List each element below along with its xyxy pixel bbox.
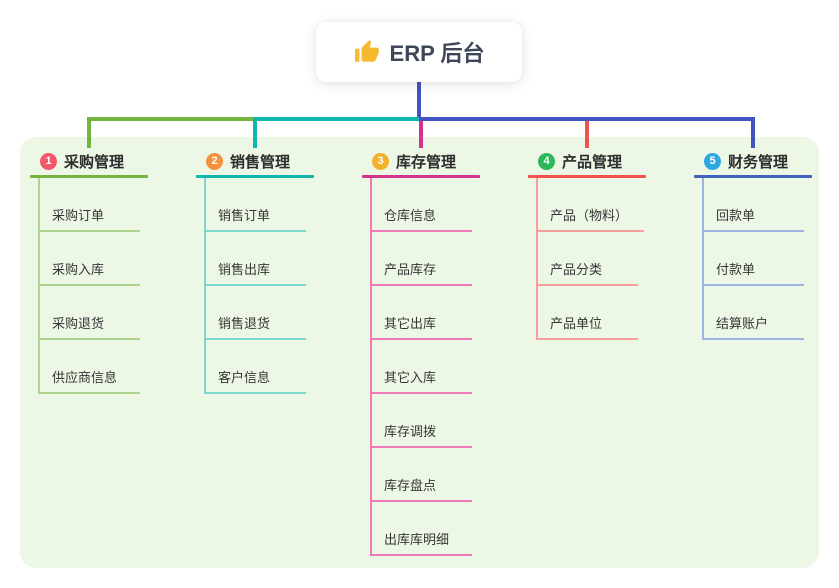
branch-drop-line xyxy=(87,121,91,148)
branch-children: 销售订单销售出库销售退货客户信息 xyxy=(204,178,346,394)
child-node[interactable]: 结算账户 xyxy=(704,286,804,340)
child-label: 采购退货 xyxy=(52,316,105,332)
branch-children: 仓库信息产品库存其它出库其它入库库存调拨库存盘点出库库明细 xyxy=(370,178,512,556)
branch-underline xyxy=(694,175,812,178)
child-label: 其它入库 xyxy=(384,370,437,386)
child-label: 库存调拨 xyxy=(384,424,437,440)
child-node[interactable]: 付款单 xyxy=(704,232,804,286)
branch-title-row[interactable]: 5 财务管理 xyxy=(694,150,839,172)
bus-segment xyxy=(419,117,755,121)
child-node[interactable]: 销售订单 xyxy=(206,178,306,232)
child-node[interactable]: 采购退货 xyxy=(40,286,140,340)
branch-title-row[interactable]: 2 销售管理 xyxy=(196,150,346,172)
branch-title: 库存管理 xyxy=(396,153,457,171)
child-label: 采购入库 xyxy=(52,262,105,278)
branches-panel xyxy=(20,137,819,568)
child-label: 其它出库 xyxy=(384,316,437,332)
child-label: 产品库存 xyxy=(384,262,437,278)
child-node[interactable]: 库存调拨 xyxy=(372,394,472,448)
branch-node: 5 财务管理回款单付款单结算账户 xyxy=(694,150,839,340)
child-label: 供应商信息 xyxy=(52,370,118,386)
branch-underline xyxy=(528,175,646,178)
child-node[interactable]: 出库库明细 xyxy=(372,502,472,556)
child-label: 采购订单 xyxy=(52,208,105,224)
child-label: 销售出库 xyxy=(218,262,271,278)
child-label: 付款单 xyxy=(716,262,756,278)
child-node[interactable]: 采购订单 xyxy=(40,178,140,232)
child-node[interactable]: 客户信息 xyxy=(206,340,306,394)
child-node[interactable]: 销售退货 xyxy=(206,286,306,340)
branch-title: 产品管理 xyxy=(562,153,623,171)
root-connector-line xyxy=(417,82,421,121)
root-node[interactable]: ERP 后台 xyxy=(316,22,522,82)
branch-number-badge: 1 xyxy=(40,152,57,170)
child-label: 结算账户 xyxy=(716,316,769,332)
branch-underline xyxy=(362,175,480,178)
child-label: 产品单位 xyxy=(550,316,603,332)
child-node[interactable]: 回款单 xyxy=(704,178,804,232)
branch-number-badge: 5 xyxy=(704,152,721,170)
child-node[interactable]: 产品（物料） xyxy=(538,178,645,232)
branch-title-row[interactable]: 1 采购管理 xyxy=(30,150,180,172)
branch-children: 采购订单采购入库采购退货供应商信息 xyxy=(38,178,180,394)
branch-drop-line xyxy=(585,121,589,148)
child-label: 销售退货 xyxy=(218,316,271,332)
child-label: 销售订单 xyxy=(218,208,271,224)
branch-node: 3 库存管理仓库信息产品库存其它出库其它入库库存调拨库存盘点出库库明细 xyxy=(362,150,512,556)
root-title: ERP 后台 xyxy=(389,41,485,66)
branch-drop-line xyxy=(419,121,423,148)
bus-segment xyxy=(87,117,253,121)
branch-title-row[interactable]: 3 库存管理 xyxy=(362,150,512,172)
child-label: 出库库明细 xyxy=(384,532,450,548)
child-node[interactable]: 仓库信息 xyxy=(372,178,472,232)
child-label: 库存盘点 xyxy=(384,478,437,494)
child-node[interactable]: 产品分类 xyxy=(538,232,638,286)
branch-title: 财务管理 xyxy=(728,153,789,171)
child-node[interactable]: 产品库存 xyxy=(372,232,472,286)
branch-node: 4 产品管理产品（物料） 产品分类产品单位 xyxy=(528,150,678,340)
child-label: 产品分类 xyxy=(550,262,603,278)
child-label: 回款单 xyxy=(716,208,756,224)
branch-drop-line xyxy=(751,121,755,148)
branch-drop-line xyxy=(253,121,257,148)
branch-node: 2 销售管理销售订单销售出库销售退货客户信息 xyxy=(196,150,346,394)
branch-underline xyxy=(30,175,148,178)
child-node[interactable]: 其它入库 xyxy=(372,340,472,394)
child-node[interactable]: 其它出库 xyxy=(372,286,472,340)
branch-number-badge: 3 xyxy=(372,152,389,170)
thumbs-up-icon xyxy=(354,39,380,65)
child-label: 客户信息 xyxy=(218,370,271,386)
branch-node: 1 采购管理采购订单采购入库采购退货供应商信息 xyxy=(30,150,180,394)
branch-children: 回款单付款单结算账户 xyxy=(702,178,839,340)
branch-underline xyxy=(196,175,314,178)
child-label: 产品（物料） xyxy=(550,208,629,224)
branch-number-badge: 4 xyxy=(538,152,555,170)
child-node[interactable]: 库存盘点 xyxy=(372,448,472,502)
child-node[interactable]: 产品单位 xyxy=(538,286,638,340)
child-node[interactable]: 采购入库 xyxy=(40,232,140,286)
branch-title: 销售管理 xyxy=(230,153,291,171)
bus-segment xyxy=(253,117,419,121)
branch-title: 采购管理 xyxy=(64,153,125,171)
branch-number-badge: 2 xyxy=(206,152,223,170)
child-node[interactable]: 供应商信息 xyxy=(40,340,140,394)
branch-title-row[interactable]: 4 产品管理 xyxy=(528,150,678,172)
child-node[interactable]: 销售出库 xyxy=(206,232,306,286)
branch-children: 产品（物料） 产品分类产品单位 xyxy=(536,178,678,340)
child-label: 仓库信息 xyxy=(384,208,437,224)
